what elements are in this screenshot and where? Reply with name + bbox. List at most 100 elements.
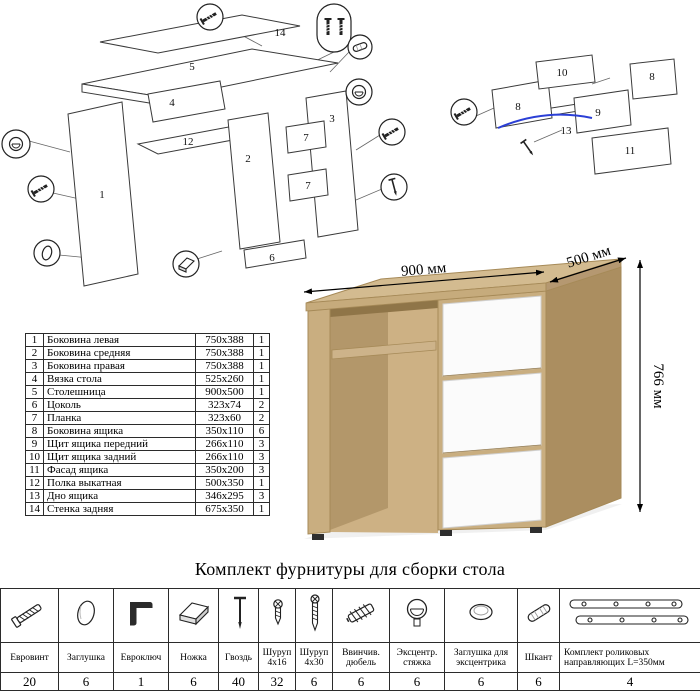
hardware-name: Ввинчив. дюбель [332, 642, 390, 673]
bottom-groove-highlight [497, 113, 593, 129]
part-name: Щит ящика передний [43, 437, 196, 451]
desk-pullout-shelf [331, 340, 437, 360]
drawer-exploded-diagram: 8 10 9 8 11 13 [450, 54, 678, 175]
dimension-lines [303, 257, 643, 512]
hex-key-icon [130, 602, 153, 626]
part-name: Боковина ящика [43, 424, 196, 438]
part-name: Планка [43, 411, 196, 425]
part-qty: 1 [253, 372, 270, 386]
part-label-7a: 7 [303, 132, 309, 144]
part-qty: 2 [253, 398, 270, 412]
part-number: 4 [25, 372, 44, 386]
part-label-5: 5 [189, 61, 195, 73]
hardware-qty: 6 [444, 672, 518, 691]
part-number: 5 [25, 385, 44, 399]
hardware-names-row: Евровинт Заглушка Евроключ Ножка Гвоздь … [0, 642, 700, 673]
hardware-qty: 20 [0, 672, 59, 691]
part-number: 2 [25, 346, 44, 360]
part-name: Полка выкатная [43, 476, 196, 490]
panel-drawer-side-8b [629, 58, 678, 100]
part-number: 3 [25, 359, 44, 373]
hardware-name: Комплект роликовых направляющих L=350мм [559, 642, 700, 673]
hardware-name: Евровинт [0, 642, 59, 673]
part-label-7b: 7 [305, 180, 311, 192]
panel-drawer-facade-11 [591, 127, 672, 175]
hardware-name: Ножка [168, 642, 219, 673]
callout-cam-icon [8, 136, 24, 152]
panel-drawer-front-9 [573, 89, 632, 134]
drawer-slides-icon [569, 599, 689, 625]
panel-plank-7b [287, 168, 329, 202]
wood-dowel-icon [527, 604, 551, 622]
part-qty: 3 [253, 437, 270, 451]
part-name: Цоколь [43, 398, 196, 412]
hardware-kit-title: Комплект фурнитуры для сборки стола [194, 559, 506, 579]
part-label-10: 10 [557, 67, 569, 79]
foot-icon [178, 602, 209, 626]
panel-plinth-6 [243, 239, 307, 269]
part-number: 12 [25, 476, 44, 490]
desk-left-panel [307, 308, 331, 535]
part-number: 11 [25, 463, 44, 477]
hardware-qty: 6 [168, 672, 219, 691]
cam-lock-icon [406, 598, 428, 627]
hardware-name: Эксцентр. стяжка [389, 642, 445, 673]
part-size: 900х500 [195, 385, 254, 399]
part-qty: 3 [253, 463, 270, 477]
hardware-qty: 6 [295, 672, 333, 691]
part-name: Боковина правая [43, 359, 196, 373]
part-label-8a: 8 [515, 101, 521, 113]
hardware-name: Гвоздь [218, 642, 259, 673]
part-size: 675х350 [195, 502, 254, 516]
part-name: Боковина средняя [43, 346, 196, 360]
desk-height-label: 766 мм [650, 363, 666, 409]
part-size: 525х260 [195, 372, 254, 386]
part-size: 750х388 [195, 333, 254, 347]
part-label-1: 1 [99, 189, 105, 201]
desk-width-label: 900 мм [400, 260, 447, 280]
panel-connector-4 [147, 80, 226, 123]
hardware-qty-row: 20 6 1 6 40 32 6 6 6 6 6 4 [0, 672, 700, 691]
part-qty: 6 [253, 424, 270, 438]
part-qty: 3 [253, 489, 270, 503]
hardware-qty: 6 [389, 672, 445, 691]
screw-long-icon [310, 594, 320, 632]
part-qty: 1 [253, 502, 270, 516]
part-name: Дно ящика [43, 489, 196, 503]
part-name: Боковина левая [43, 333, 196, 347]
desk-drawer-unit-side [545, 266, 622, 528]
hardware-qty: 1 [113, 672, 169, 691]
part-name: Щит ящика задний [43, 450, 196, 464]
part-qty: 2 [253, 411, 270, 425]
hardware-callouts [450, 98, 537, 159]
hardware-qty: 32 [258, 672, 296, 691]
drawer-front-3 [442, 449, 542, 529]
part-number: 6 [25, 398, 44, 412]
hardware-name: Евроключ [113, 642, 169, 673]
part-name: Столешница [43, 385, 196, 399]
hardware-qty: 40 [218, 672, 259, 691]
part-number: 8 [25, 424, 44, 438]
callout-cam-icon [351, 84, 367, 100]
part-qty: 1 [253, 333, 270, 347]
part-size: 750х388 [195, 359, 254, 373]
hardware-name: Шуруп 4х30 [295, 642, 333, 673]
part-label-13: 13 [561, 125, 573, 137]
part-qty: 1 [253, 385, 270, 399]
drawer-front-2 [442, 372, 542, 454]
part-name: Стенка задняя [43, 502, 196, 516]
euro-screw-icon [10, 604, 42, 628]
nail-icon [234, 596, 246, 629]
part-label-6: 6 [269, 252, 275, 264]
part-size: 266х110 [195, 437, 254, 451]
hardware-table: Евровинт Заглушка Евроключ Ножка Гвоздь … [0, 588, 700, 691]
hardware-callouts [1, 3, 408, 278]
part-name: Вязка стола [43, 372, 196, 386]
